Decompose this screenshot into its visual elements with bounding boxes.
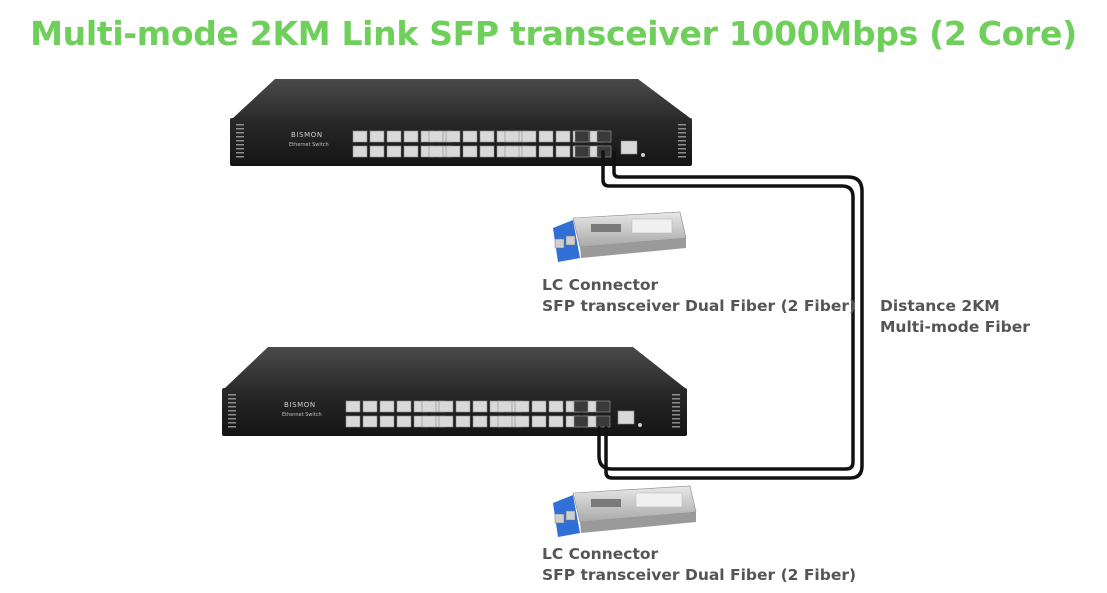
bottom-switch: BISMON Ethernet Switch (222, 347, 687, 436)
transceiver-bottom-caption: LC Connector SFP transceiver Dual Fiber … (542, 544, 856, 586)
transceiver-top-caption: LC Connector SFP transceiver Dual Fiber … (542, 275, 856, 317)
link-fiber-type: Multi-mode Fiber (880, 318, 1030, 336)
top-switch-top-face (233, 79, 690, 118)
transceiver-bottom-description: SFP transceiver Dual Fiber (2 Fiber) (542, 566, 857, 584)
fiber-cable-inner (604, 150, 864, 480)
bottom-switch-top-face (225, 347, 685, 388)
bottom-switch-brand: BISMON (284, 401, 316, 409)
transceiver-bottom-connector: LC Connector (542, 545, 659, 563)
link-distance: Distance 2KM (880, 297, 1000, 315)
transceiver-top-description: SFP transceiver Dual Fiber (2 Fiber) (542, 297, 857, 315)
bottom-switch-status-led (638, 423, 642, 427)
bottom-switch-model: Ethernet Switch (282, 412, 322, 418)
top-switch-console-port (620, 140, 638, 155)
top-switch: BISMON Ethernet Switch (230, 79, 692, 166)
bottom-switch-sfp-ports (573, 400, 611, 428)
link-caption: Distance 2KM Multi-mode Fiber (880, 296, 1030, 338)
top-switch-brand: BISMON (291, 131, 323, 139)
top-switch-model: Ethernet Switch (289, 142, 329, 148)
transceiver-top-connector: LC Connector (542, 276, 659, 294)
bottom-switch-console-port (617, 410, 635, 425)
sfp-transceiver-top (553, 211, 687, 262)
fiber-cable-pair (597, 150, 864, 480)
sfp-transceiver-bottom (553, 485, 697, 537)
top-switch-status-led (641, 153, 645, 157)
page-title: Multi-mode 2KM Link SFP transceiver 1000… (30, 14, 1077, 53)
